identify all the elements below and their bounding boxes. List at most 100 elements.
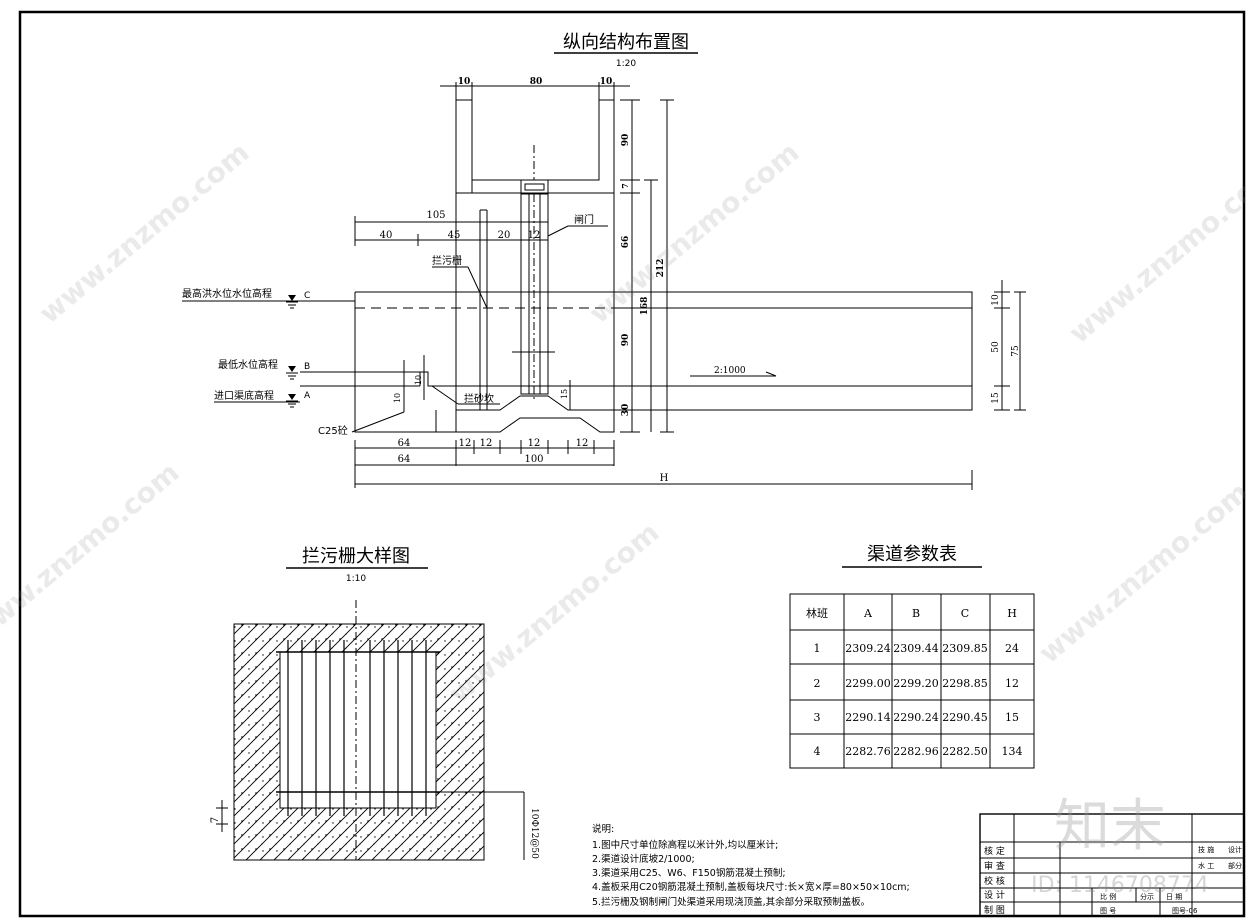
watermark-id: ID: 1146708774: [1031, 873, 1209, 898]
level-a-letter: A: [304, 391, 311, 401]
rack-scale: 1:10: [346, 574, 366, 584]
watermark-layer: www.znzmo.com www.znzmo.com www.znzmo.co…: [0, 136, 1246, 710]
tb-right-top-2: 设计: [1228, 845, 1242, 854]
main-scale: 1:20: [616, 59, 636, 69]
table-cell: 15: [1005, 711, 1019, 724]
tb-right-top: 技 施: [1198, 845, 1214, 854]
dim-bot-12d: 12: [576, 438, 589, 449]
table-cell: 2309.85: [942, 642, 988, 655]
slope-label: 2:1000: [714, 366, 746, 376]
dim-15-sill: 15: [560, 389, 569, 399]
note-item: 3.渠道采用C25、W6、F150钢筋混凝土预制;: [592, 867, 786, 879]
tb-row-label: 校 核: [984, 875, 1005, 887]
level-b-label: 最低水位高程: [218, 358, 278, 371]
notes-heading: 说明:: [592, 823, 614, 835]
th-a: A: [863, 607, 873, 620]
tb-row-label: 审 查: [984, 860, 1005, 872]
main-title: 纵向结构布置图: [563, 32, 689, 53]
rack-title: 拦污栅大样图: [302, 546, 410, 567]
longitudinal-section: 纵向结构布置图 1:20 10 80 10: [182, 32, 1026, 490]
dim-bot-64a: 64: [398, 438, 411, 449]
title-block: [979, 813, 1245, 917]
table-cell: 1: [814, 642, 821, 655]
table-cell: 4: [814, 745, 821, 758]
dim-H: H: [660, 473, 669, 484]
level-a-label: 进口渠底高程: [214, 389, 274, 402]
tb-dwg-no-label: 图 号: [1100, 907, 1116, 915]
tb-date-label: 日 期: [1166, 893, 1182, 901]
dim-212: 212: [656, 259, 666, 278]
dim-right-66: 66: [621, 236, 631, 249]
level-c-letter: C: [304, 291, 310, 301]
tb-row-label: 核 定: [984, 845, 1005, 857]
rack-bars: [276, 640, 440, 816]
dim-105: 105: [426, 210, 445, 221]
note-item: 1.图中尺寸单位除高程以米计外,均以厘米计;: [592, 839, 778, 851]
table-title: 渠道参数表: [867, 544, 957, 565]
dim-top-80: 80: [530, 77, 543, 87]
param-table: 渠道参数表 林班 A B C H 1 2309.24 2309.44 2309.…: [789, 544, 1035, 769]
table-cell: 3: [814, 711, 821, 724]
tb-right-mid-2: 部分: [1228, 861, 1242, 870]
table-cell: 2: [814, 677, 821, 690]
trash-rack-detail: 拦污栅大样图 1:10 10Ф12@50 7: [210, 546, 539, 861]
gate-label: 闸门: [574, 213, 594, 226]
level-c-label: 最高洪水位水位高程: [182, 287, 272, 300]
table-cell: 12: [1005, 677, 1019, 690]
dim-20: 20: [498, 230, 511, 241]
dim-top-10a: 10: [458, 77, 471, 87]
dim-168: 168: [640, 297, 650, 316]
dim-75: 75: [1011, 345, 1021, 357]
note-item: 5.拦污栅及钢制闸门处渠道采用现浇顶盖,其余部分采取预制盖板。: [592, 896, 870, 908]
table-cell: 2282.50: [942, 745, 988, 758]
dim-right-7: 7: [620, 183, 630, 189]
rack-dim-7: 7: [210, 817, 221, 823]
dim-45: 45: [448, 230, 461, 241]
dim-ch-10: 10: [991, 294, 1001, 306]
watermark-site: www.znzmo.com: [443, 516, 666, 710]
watermark-logo-text: 知末: [1054, 794, 1166, 859]
dim-bot-12c: 12: [528, 438, 541, 449]
th-b: B: [912, 607, 920, 620]
watermark-site: www.znzmo.com: [1063, 156, 1246, 350]
watermark-site: www.znzmo.com: [0, 456, 185, 650]
table-cell: 2299.00: [845, 677, 891, 690]
sand-sill-label: 拦砂坎: [464, 392, 494, 405]
dim-right-30: 30: [621, 404, 631, 417]
tb-dwg-no: 图号-06: [1172, 907, 1198, 915]
table-cell: 2282.96: [893, 745, 939, 758]
dim-bot-12b: 12: [480, 438, 493, 449]
table-cell: 2309.24: [845, 642, 891, 655]
dim-right-90a: 90: [621, 134, 631, 147]
dim-bot-64b: 64: [398, 454, 411, 465]
tb-right-mid: 水 工: [1198, 861, 1214, 870]
table-cell: 2290.45: [942, 711, 988, 724]
tb-sheets-label: 分示: [1140, 892, 1154, 901]
watermark-logo: 知末 ID: 1146708774: [1031, 794, 1209, 898]
dim-bot-12a: 12: [459, 438, 472, 449]
notes: 说明: 1.图中尺寸单位除高程以米计外,均以厘米计; 2.渠道设计底坡2/100…: [592, 823, 910, 908]
c25-label: C25砼: [318, 424, 348, 437]
tb-row-label: 制 图: [984, 904, 1005, 916]
dim-ch-50: 50: [991, 341, 1001, 353]
gate-frame: [456, 99, 615, 410]
dim-right-90b: 90: [621, 334, 631, 347]
tb-row-label: 设 计: [984, 889, 1005, 901]
table-cell: 2282.76: [845, 745, 891, 758]
table-cell: 134: [1002, 745, 1023, 758]
level-b-letter: B: [304, 362, 310, 372]
dim-10-lower: 10: [393, 393, 402, 403]
channel-outline: [355, 291, 973, 411]
dim-top-10b: 10: [600, 77, 613, 87]
drawing-border: [18, 10, 1246, 918]
table-cell: 2309.44: [893, 642, 939, 655]
table-cell: 2299.20: [893, 677, 939, 690]
dim-ch-15: 15: [991, 392, 1001, 404]
tb-scale-label: 比 例: [1100, 892, 1116, 901]
note-item: 4.盖板采用C20钢筋混凝土预制,盖板每块尺寸:长×宽×厚=80×50×10cm…: [592, 881, 910, 893]
dim-bot-100: 100: [524, 454, 543, 465]
trash-rack-label: 拦污栅: [432, 254, 462, 267]
rack-opening: [279, 651, 437, 809]
rack-bar-label: 10Ф12@50: [529, 808, 539, 859]
